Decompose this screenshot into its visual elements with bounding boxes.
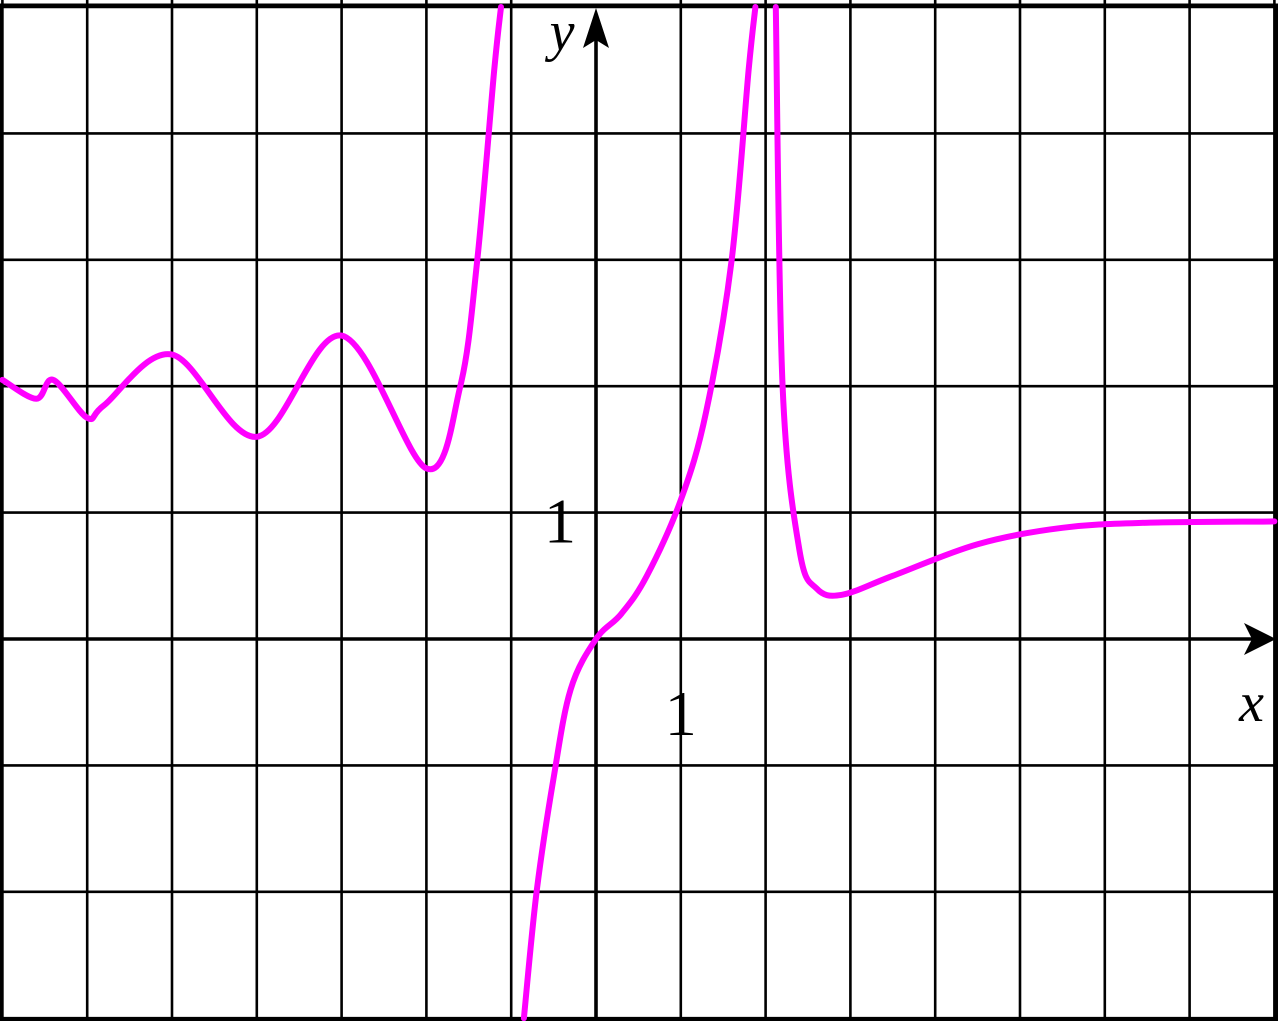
y-axis-arrow-icon [583, 8, 609, 48]
curve-segment-middle [520, 4, 759, 1021]
curve-segment-left [0, 4, 504, 473]
x-tick-label-1: 1 [665, 678, 697, 749]
y-axis-label: y [545, 1, 575, 63]
y-tick-label-1: 1 [544, 486, 576, 557]
curves [0, 4, 1278, 1021]
curve-segment-right [772, 4, 1278, 599]
x-axis-label: x [1238, 672, 1264, 734]
x-axis-arrow-icon [1244, 623, 1276, 655]
axes [0, 8, 1276, 1021]
plot-frame [0, 3, 1278, 1021]
